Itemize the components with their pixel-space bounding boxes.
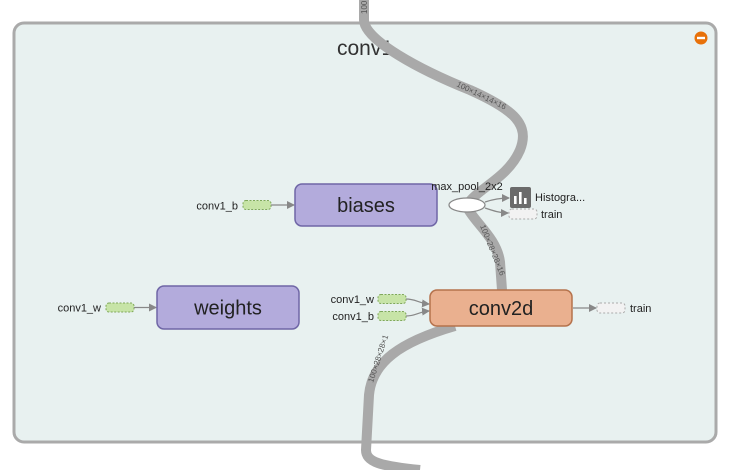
const-conv1-b-node[interactable] <box>242 200 272 210</box>
conv2d-input-conv1-w-label: conv1_w <box>331 294 374 306</box>
max-pool-node[interactable] <box>448 197 486 213</box>
edge-maxpool-to-histogram <box>484 194 510 203</box>
train-output-node-top[interactable] <box>508 208 538 220</box>
conv2d-input-conv1-b-node[interactable] <box>377 311 407 321</box>
const-conv1-w-label: conv1_w <box>58 303 101 315</box>
const-conv1-w-node[interactable] <box>105 302 135 313</box>
bar-chart-icon[interactable] <box>510 187 531 208</box>
max-pool-label: max_pool_2x2 <box>431 181 503 193</box>
conv2d-input-conv1-b-label: conv1_b <box>332 311 374 323</box>
conv1-group-box[interactable] <box>12 21 718 444</box>
biases-label: biases <box>337 195 395 217</box>
biases-node[interactable] <box>294 183 438 227</box>
weights-label: weights <box>193 298 262 320</box>
train-output-node-right[interactable] <box>596 302 626 314</box>
conv2d-label: conv2d <box>469 298 534 320</box>
edge-maxpool-to-train <box>484 207 509 217</box>
const-conv1-b-label: conv1_b <box>196 201 238 213</box>
conv2d-node[interactable] <box>429 289 573 327</box>
edge-input-to-maxpool <box>359 0 528 209</box>
histogram-label: Histogra... <box>535 192 585 204</box>
train-output-label-right: train <box>630 303 651 315</box>
weights-node[interactable] <box>156 285 300 330</box>
edge-label-cut: 100× <box>360 0 369 14</box>
minus-circle-icon[interactable] <box>694 31 708 45</box>
conv2d-input-conv1-w-node[interactable] <box>377 294 407 304</box>
edge-conv2d-to-output <box>360 321 457 470</box>
edge-conv1-b-to-conv2d <box>405 307 430 317</box>
train-output-label-top: train <box>541 209 562 221</box>
edge-conv1-w-to-conv2d <box>405 298 430 308</box>
